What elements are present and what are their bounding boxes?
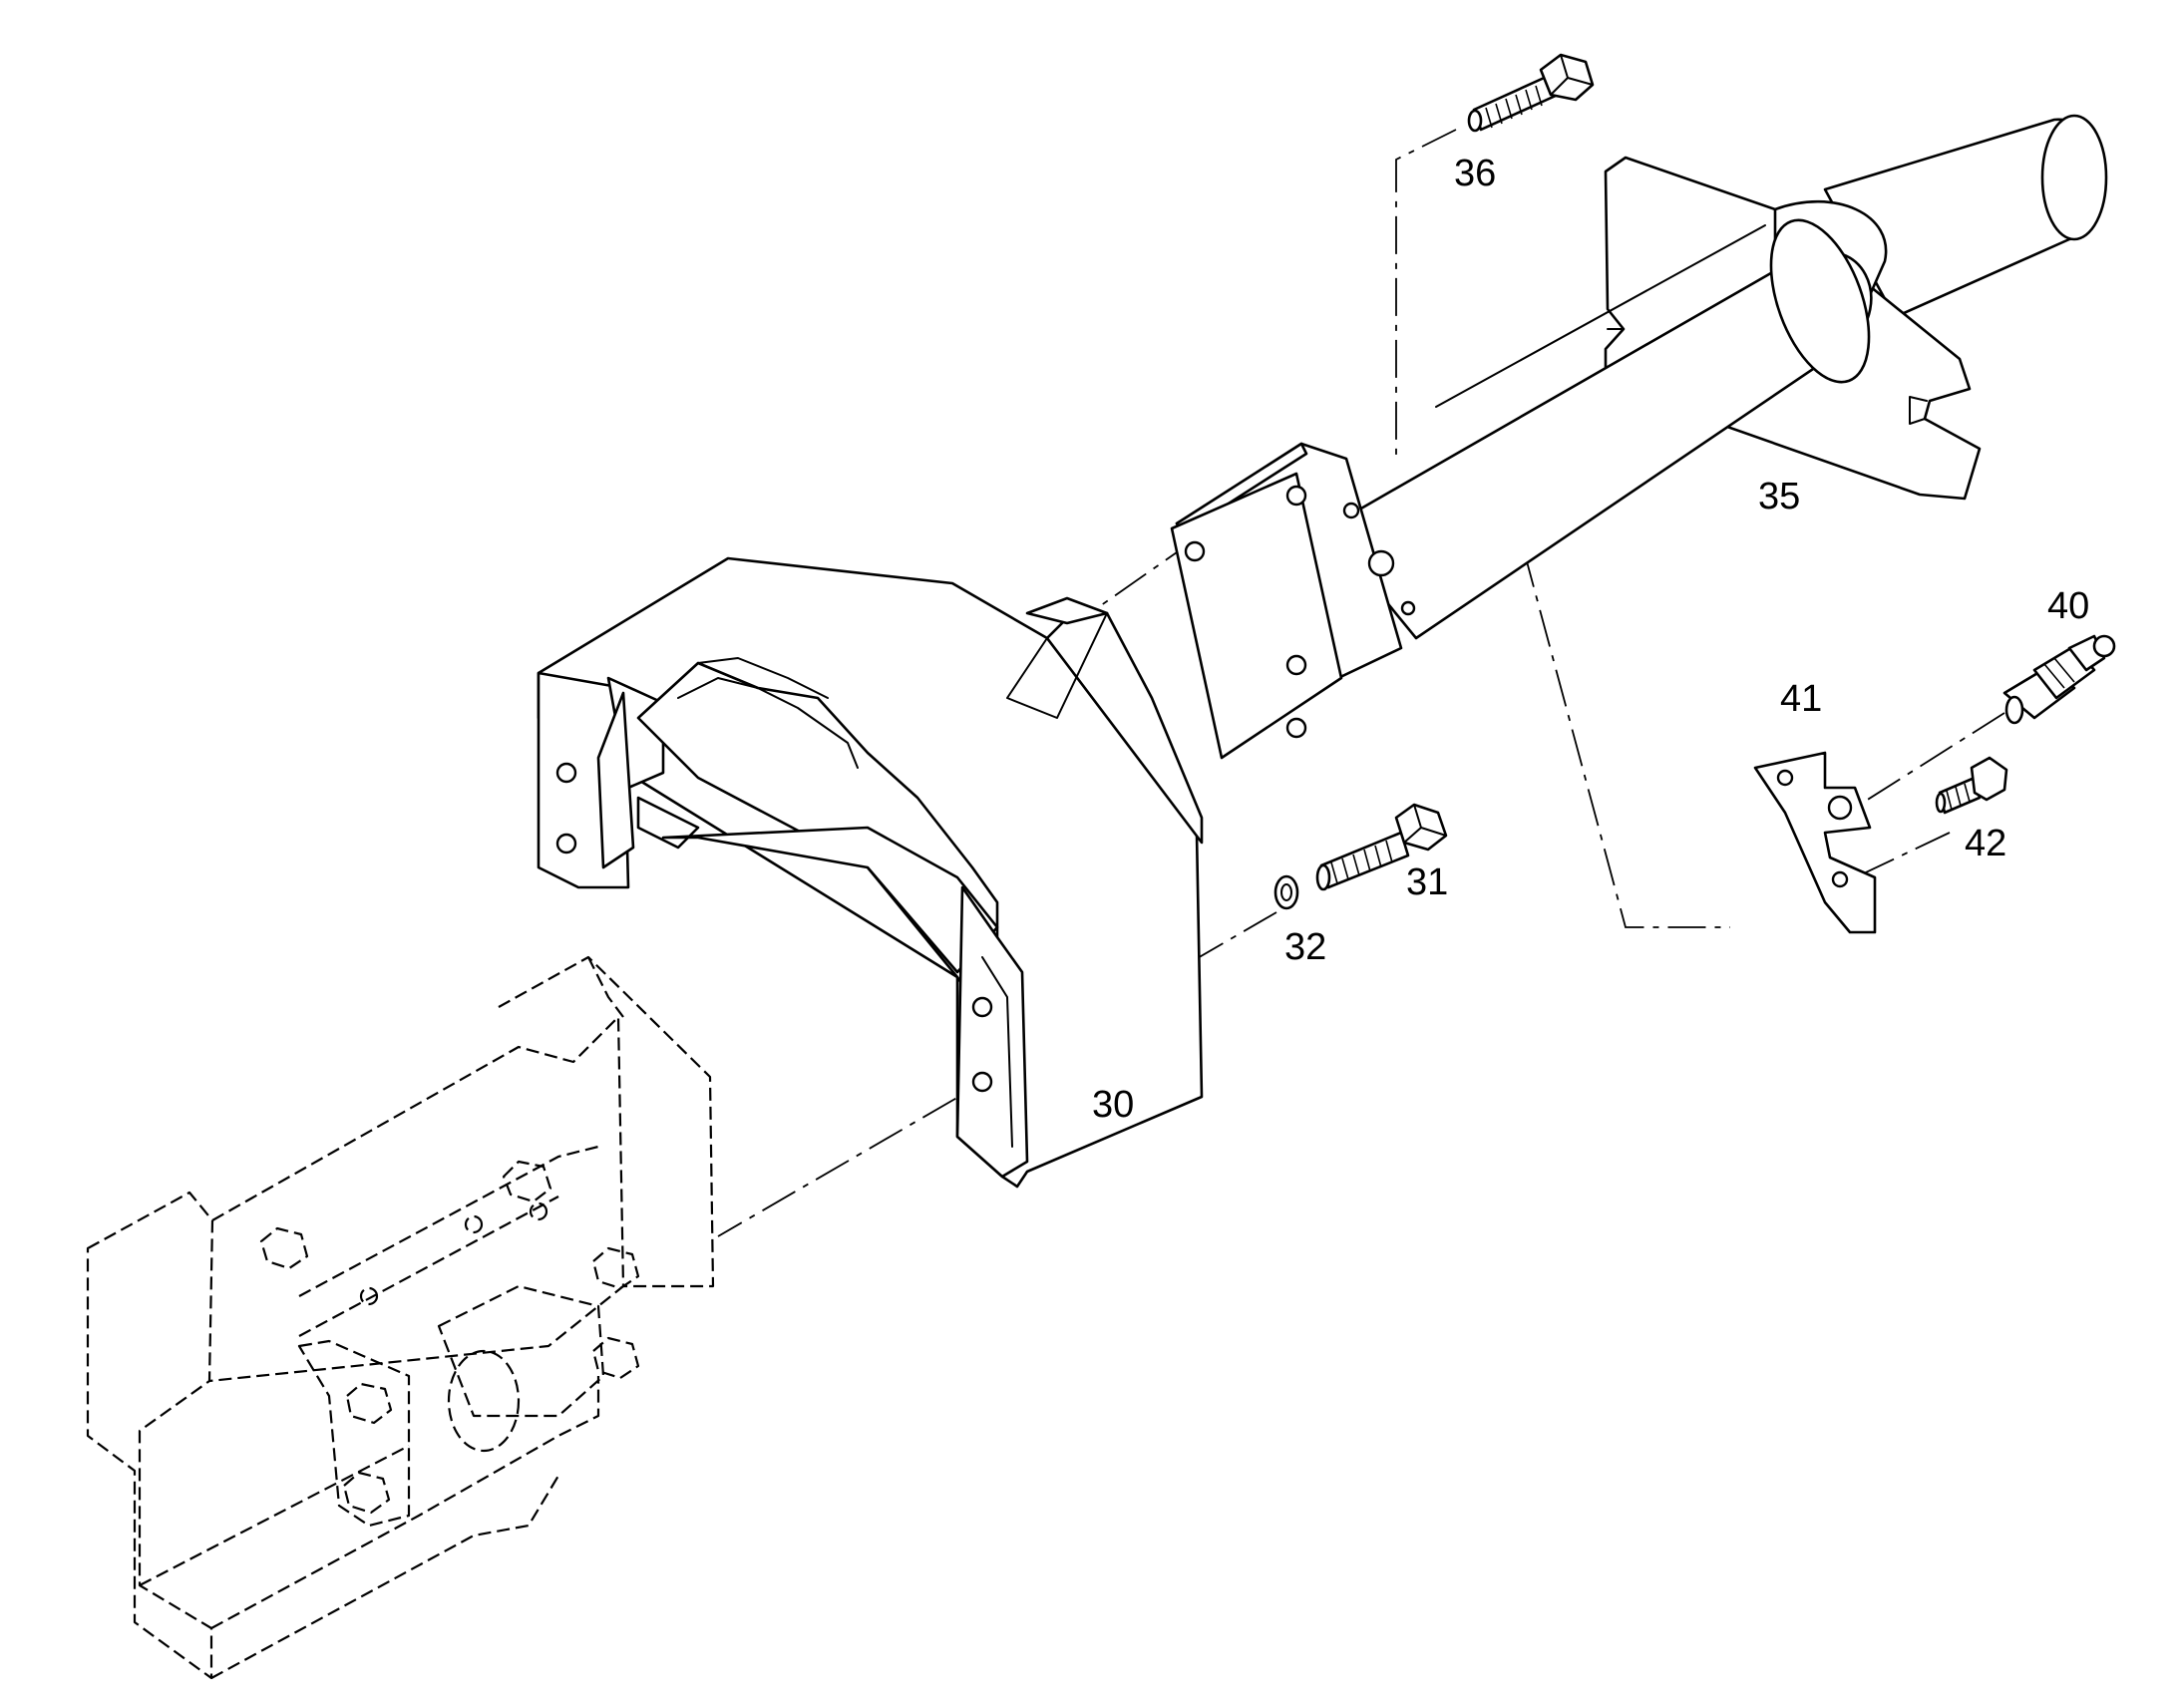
- callout-labels: 36 35 40 41 42 31 32 30: [1092, 153, 2089, 1126]
- phantom-bolt-4: [345, 1382, 393, 1425]
- callout-30: 30: [1092, 1084, 1134, 1126]
- callout-41: 41: [1780, 678, 1822, 720]
- plate-part-41: [1753, 751, 1877, 934]
- callout-35: 35: [1758, 476, 1800, 517]
- phantom-bolt-5: [342, 1471, 391, 1515]
- phantom-mounting-assembly: [86, 955, 715, 1680]
- phantom-bolt-6: [591, 1336, 640, 1380]
- bolt-part-42: [1935, 756, 2008, 815]
- callout-40: 40: [2047, 585, 2089, 627]
- callout-42: 42: [1965, 823, 2006, 864]
- callout-32: 32: [1284, 926, 1326, 968]
- phantom-bolt-2: [259, 1226, 309, 1270]
- grease-fitting-part-40: [2002, 634, 2116, 725]
- bracket-part-30: [537, 556, 1204, 1189]
- bolt-part-31: [1315, 803, 1448, 891]
- callout-31: 31: [1406, 861, 1448, 903]
- phantom-bolt-3: [591, 1246, 640, 1290]
- shaft-part-35: [1324, 114, 2108, 640]
- bolt-part-36: [1467, 53, 1595, 133]
- mounting-block: [1170, 442, 1416, 760]
- callout-36: 36: [1454, 153, 1496, 194]
- washer-part-32: [1273, 874, 1299, 910]
- phantom-bolt-1: [502, 1160, 552, 1203]
